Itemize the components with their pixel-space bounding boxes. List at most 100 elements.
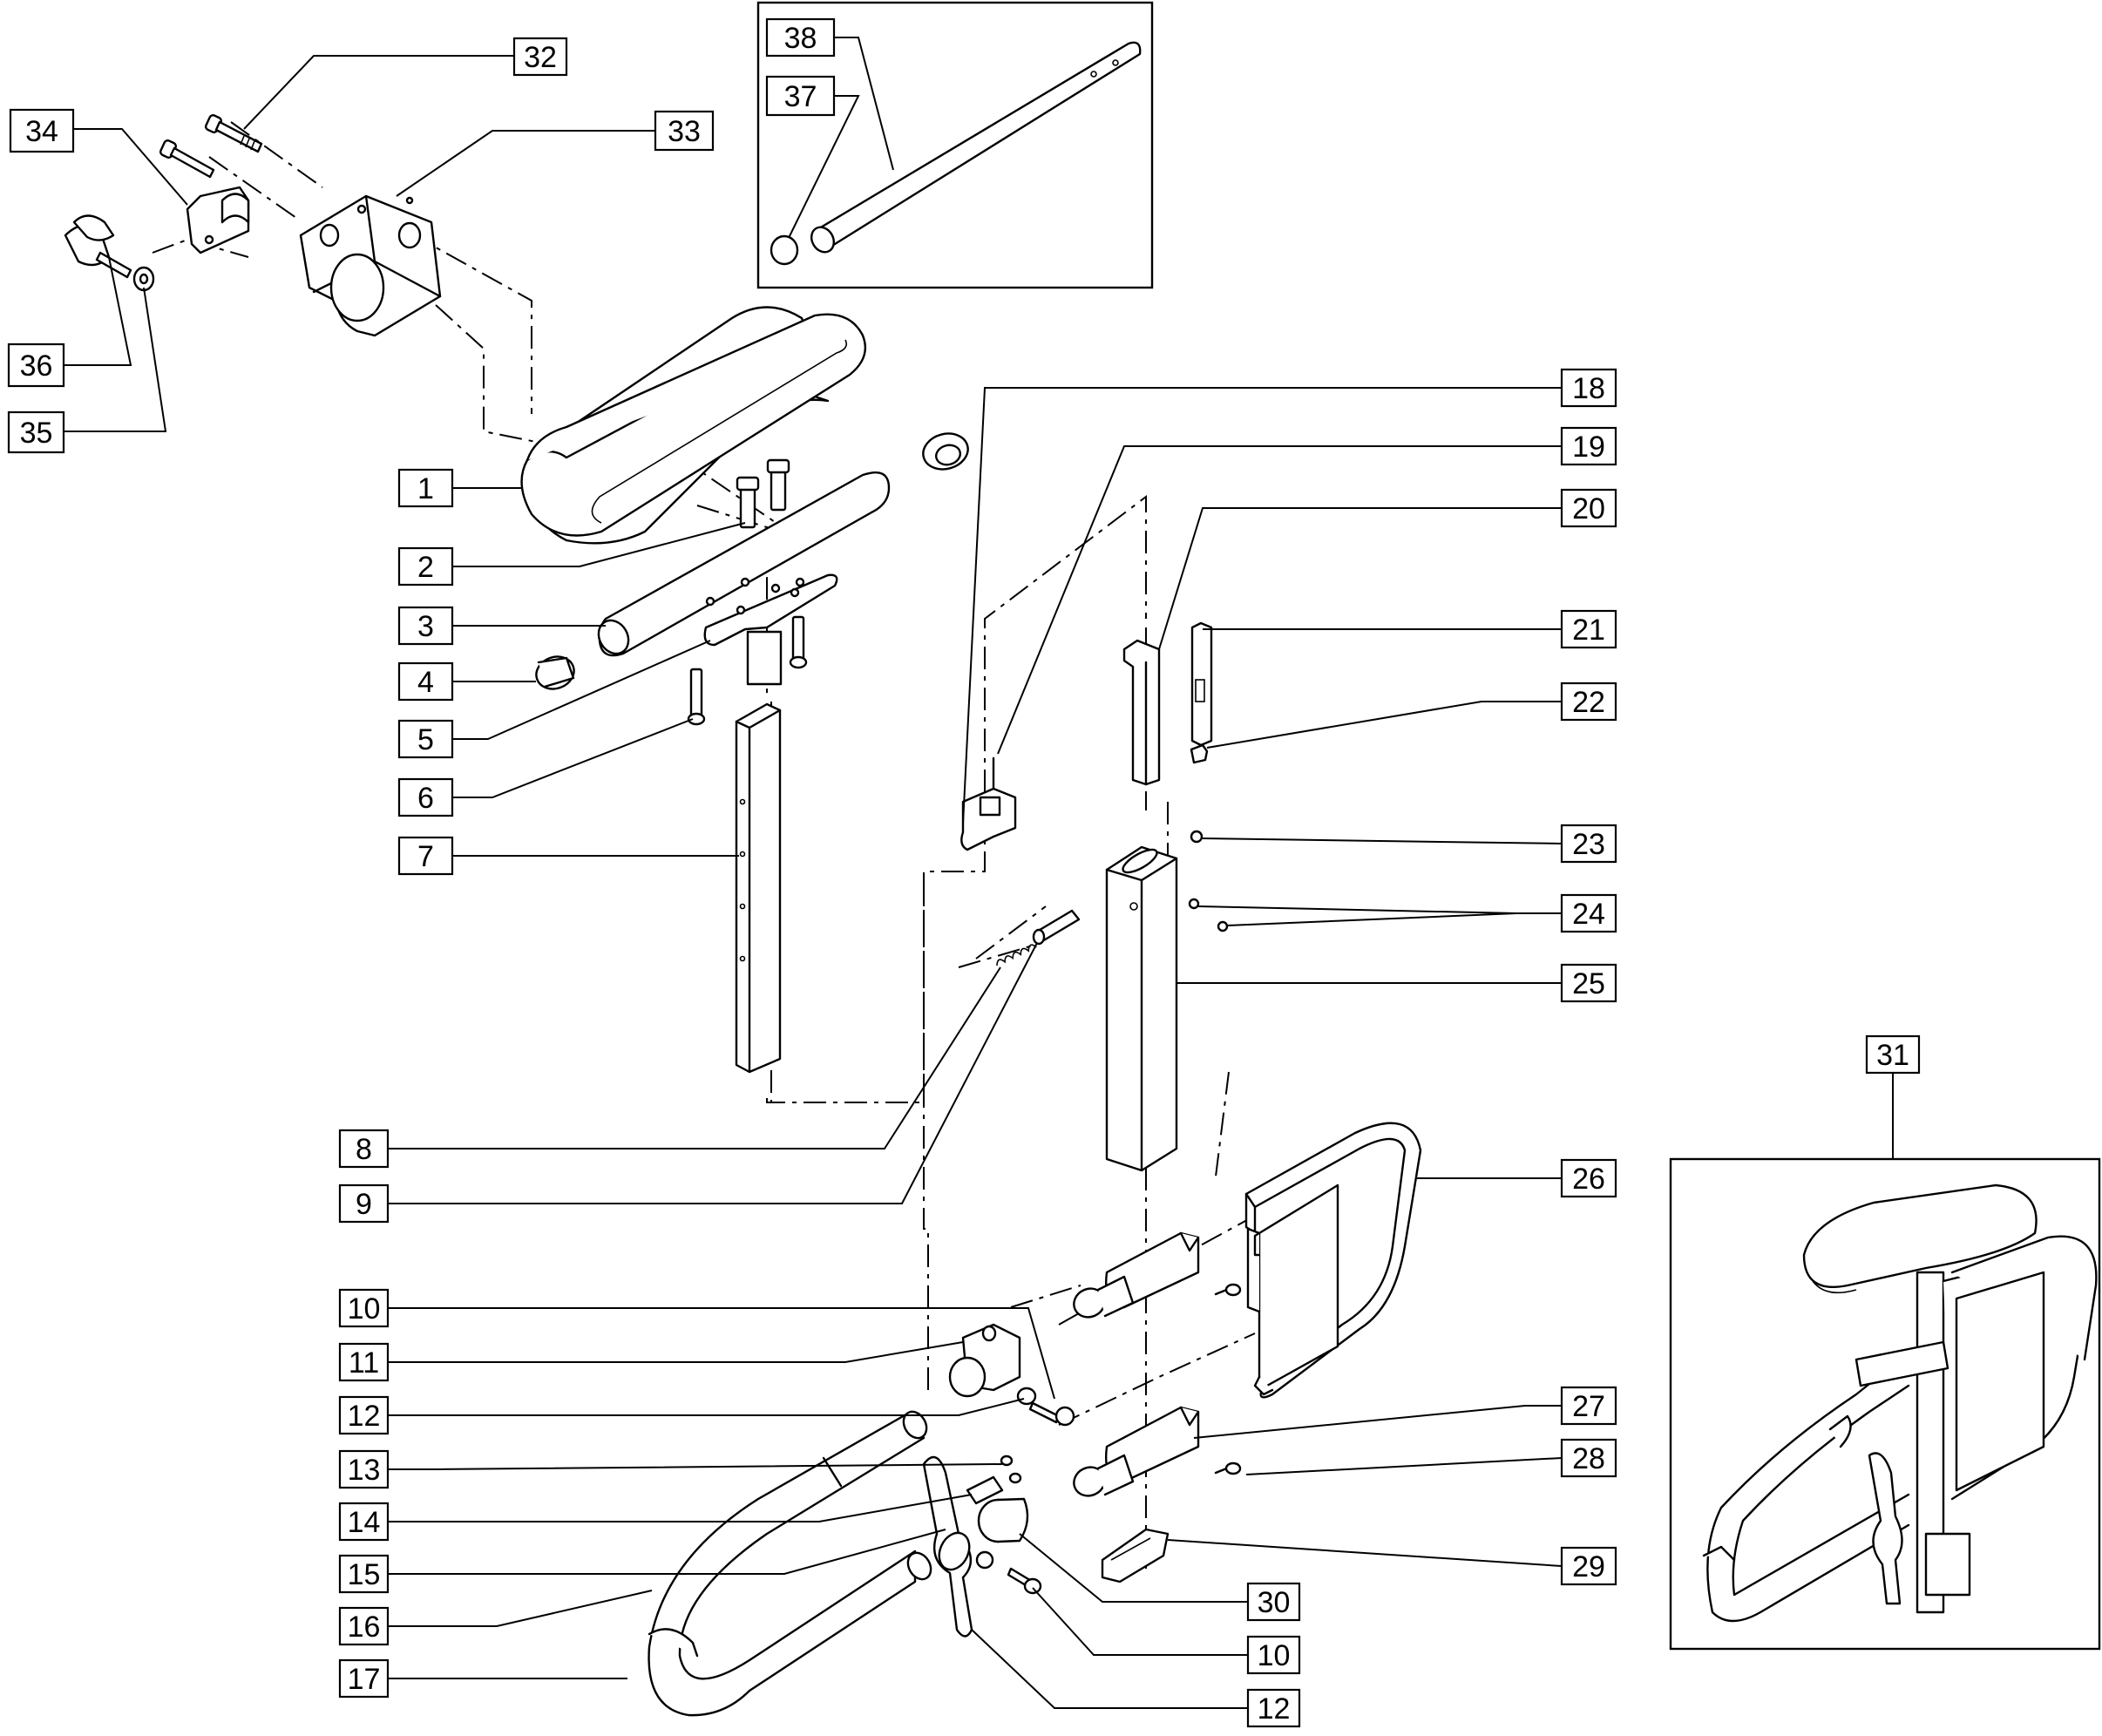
callout-box: [397, 719, 454, 759]
spring-8: [996, 944, 1037, 966]
collar-30: [977, 1497, 1029, 1543]
callout-13: 13: [338, 1449, 390, 1489]
screws-27-28: [1214, 1283, 1242, 1475]
screws-10b-12b: [975, 1550, 1042, 1595]
screw-6: [687, 615, 808, 726]
callout-number: 11: [349, 1346, 379, 1380]
callout-box: [397, 836, 454, 876]
callout-box: [1560, 1386, 1617, 1426]
callout-7: 7: [397, 836, 454, 876]
bolts-24: [1188, 898, 1229, 932]
callout-number: 17: [348, 1663, 381, 1696]
clamp-11: [948, 1323, 1021, 1398]
tube-3: [597, 471, 891, 657]
callout-12: 12: [338, 1395, 390, 1435]
callout-number: 6: [417, 782, 434, 815]
callout-32: 32: [512, 37, 568, 77]
callout-24: 24: [1560, 893, 1617, 933]
callout-number: 10: [1258, 1639, 1291, 1672]
callout-box: [397, 468, 454, 508]
callout-box: [765, 17, 836, 58]
callout-box: [338, 1502, 390, 1542]
callout-number: 25: [1572, 967, 1605, 1000]
callout-box: [338, 1449, 390, 1489]
callout-number: 26: [1572, 1163, 1605, 1196]
callout-number: 21: [1572, 614, 1605, 647]
callout-number: 2: [417, 551, 434, 584]
latch-18: [960, 756, 1017, 851]
callout-33: 33: [654, 110, 715, 152]
callout-14: 14: [338, 1502, 390, 1542]
callout-21: 21: [1560, 609, 1617, 649]
plate-5: [703, 573, 838, 686]
callout-box: [1560, 682, 1617, 722]
callout-box: [338, 1288, 390, 1328]
callout-34: 34: [9, 108, 75, 153]
washer-35: [132, 266, 155, 292]
callout-10: 10: [338, 1288, 390, 1328]
callout-8: 8: [338, 1129, 390, 1169]
callout-number: 5: [417, 723, 434, 756]
callout-20: 20: [1560, 488, 1617, 528]
clamp-33: [299, 194, 442, 337]
callout-box: [1560, 1158, 1617, 1198]
cap-4: [535, 655, 575, 690]
callout-number: 31: [1876, 1039, 1909, 1072]
callout-box: [338, 1658, 390, 1699]
callout-number: 33: [668, 115, 701, 148]
callout-9: 9: [338, 1183, 390, 1224]
callout-30: 30: [1246, 1582, 1301, 1622]
callout-1: 1: [397, 468, 454, 508]
callout-box: [397, 606, 454, 646]
callout-box: [338, 1129, 390, 1169]
callout-box: [654, 110, 715, 152]
latch-cover-29: [1101, 1528, 1170, 1583]
callout-number: 12: [348, 1400, 381, 1433]
callout-box: [1560, 426, 1617, 466]
post-7: [735, 702, 782, 1074]
callout-number: 18: [1572, 372, 1605, 405]
callout-37: 37: [765, 75, 836, 117]
callout-number: 10: [348, 1292, 381, 1326]
tube-25: [1105, 845, 1178, 1172]
callout-2: 2: [397, 546, 454, 587]
armpad-1: [520, 306, 867, 545]
callout-28: 28: [1560, 1438, 1617, 1478]
callout-box: [765, 75, 836, 117]
callout-box: [1560, 1438, 1617, 1478]
callout-box: [1560, 963, 1617, 1003]
bolt-32: [204, 114, 263, 153]
callout-number: 37: [784, 80, 817, 113]
callout-box: [397, 777, 454, 817]
callout-box: [338, 1342, 390, 1382]
callout-box: [1560, 609, 1617, 649]
callout-22: 22: [1560, 682, 1617, 722]
callout-36: 36: [7, 342, 65, 388]
callout-box: [338, 1554, 390, 1594]
inset-assembled: [1669, 1157, 2101, 1651]
callout-12: 12: [1246, 1688, 1301, 1728]
pin-23: [1190, 830, 1204, 844]
callout-18: 18: [1560, 368, 1617, 408]
bolt-34a: [159, 139, 215, 179]
callout-box: [7, 410, 65, 454]
callout-box: [7, 342, 65, 388]
callout-27: 27: [1560, 1386, 1617, 1426]
callout-number: 27: [1572, 1390, 1605, 1423]
armrest-loop-16-17: [648, 1410, 932, 1717]
callout-box: [338, 1395, 390, 1435]
callout-number: 15: [348, 1558, 381, 1591]
hinge-lower: [1073, 1406, 1200, 1497]
callout-number: 4: [417, 666, 434, 699]
callout-box: [1560, 368, 1617, 408]
callout-number: 34: [25, 115, 58, 148]
callout-box: [1865, 1034, 1921, 1075]
callout-box: [1246, 1635, 1301, 1675]
callout-number: 35: [20, 417, 53, 450]
bracket-34: [186, 186, 250, 254]
callout-11: 11: [338, 1342, 390, 1382]
leader-lines: [64, 37, 1894, 1709]
inset-rod: [756, 1, 1154, 289]
callout-number: 7: [417, 840, 434, 873]
